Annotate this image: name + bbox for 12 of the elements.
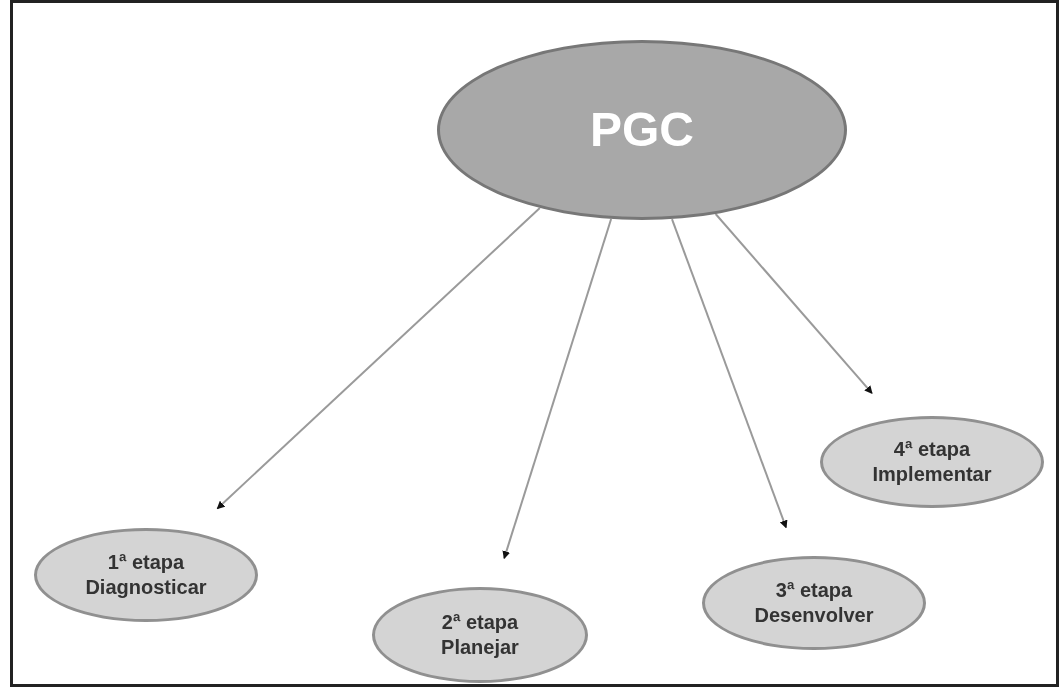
title-label: PGC xyxy=(590,102,694,158)
stage-number: 4ª etapa xyxy=(893,437,971,462)
stage-number: 3ª etapa xyxy=(775,578,853,603)
stage-name: Desenvolver xyxy=(754,603,874,628)
stage-name: Implementar xyxy=(872,462,992,487)
arrow xyxy=(216,207,541,510)
stage-name: Diagnosticar xyxy=(85,575,207,600)
arrow xyxy=(671,218,788,529)
arrow xyxy=(714,213,873,395)
stage-name: Planejar xyxy=(441,635,519,660)
stage-number: 2ª etapa xyxy=(441,610,519,635)
stage-number: 1ª etapa xyxy=(107,550,185,575)
